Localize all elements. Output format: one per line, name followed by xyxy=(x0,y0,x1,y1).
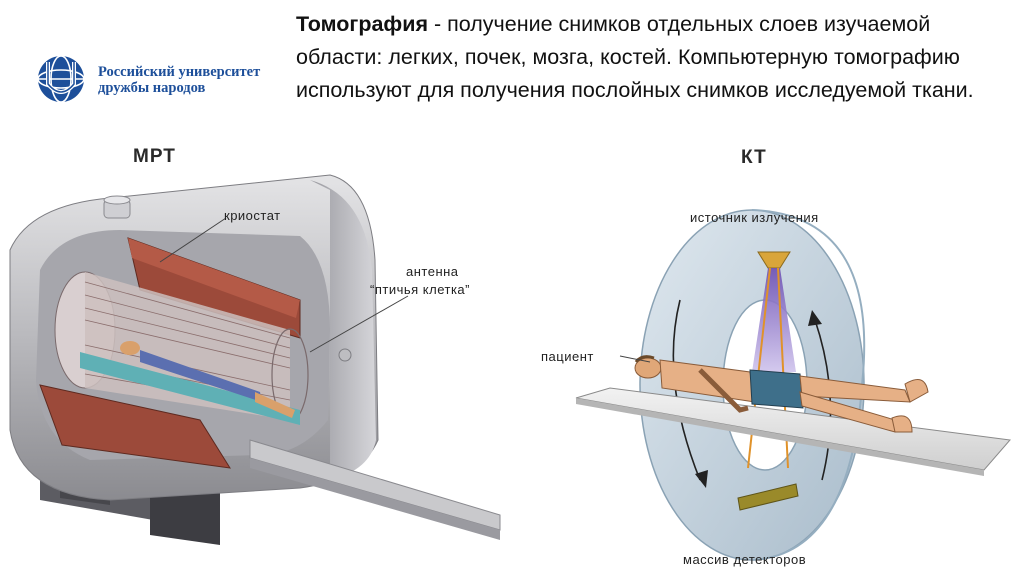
label-detectors: массив детекторов xyxy=(683,552,807,567)
label-birdcage: “птичья клетка” xyxy=(370,282,470,297)
label-radiation-source: источник излучения xyxy=(690,210,819,225)
label-cryostat: криостат xyxy=(224,208,281,223)
label-patient: пациент xyxy=(541,349,594,364)
headline-term: Томография xyxy=(296,12,429,36)
headline-paragraph: Томография - получение снимков отдельных… xyxy=(296,8,996,107)
logo-line-1: Российский университет xyxy=(98,64,261,80)
mri-illustration xyxy=(9,174,501,545)
headline-text: - получение снимков отдельных слоев изуч… xyxy=(296,12,974,102)
university-logo xyxy=(37,55,85,103)
logo-text: Российский университет дружбы народов xyxy=(98,64,260,96)
label-antenna: антенна xyxy=(406,264,459,279)
ct-illustration xyxy=(575,209,1011,561)
logo-line-2: дружбы народов xyxy=(98,80,206,96)
ct-title: КТ xyxy=(741,147,767,168)
mri-title: МРТ xyxy=(133,146,176,167)
